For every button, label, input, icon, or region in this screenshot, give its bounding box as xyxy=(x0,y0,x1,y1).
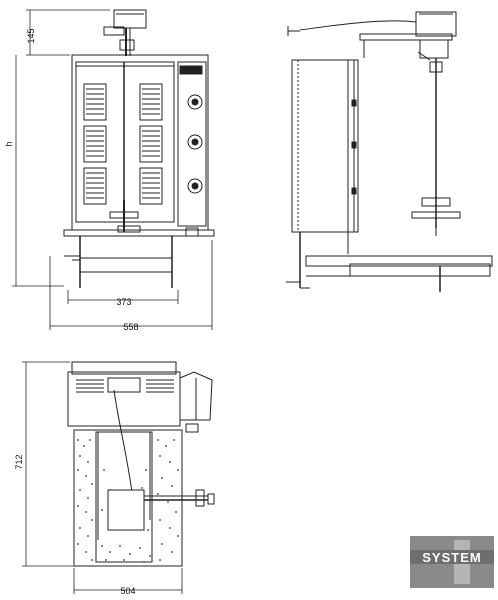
front-vents-left xyxy=(83,83,107,205)
dim-label-base-width: 504 xyxy=(120,586,135,596)
side-power-cable xyxy=(299,20,417,31)
top-dimensions xyxy=(22,361,183,594)
top-skewer xyxy=(113,389,133,493)
side-body xyxy=(291,59,355,233)
top-view xyxy=(67,361,215,567)
side-motor-box xyxy=(415,11,457,37)
system-logo: SYSTEM xyxy=(410,536,494,588)
side-view xyxy=(286,11,493,292)
dim-label-outer-width: 558 xyxy=(123,322,138,332)
dim-label-total-height: 712 xyxy=(14,454,24,469)
top-meat-block xyxy=(107,489,145,531)
front-dimensions xyxy=(12,9,213,330)
front-control-knobs xyxy=(187,94,203,194)
front-motor-box xyxy=(113,9,147,29)
dim-label-inner-width: 373 xyxy=(116,297,131,307)
housing-dots xyxy=(77,439,179,563)
dim-label-height: h xyxy=(4,141,14,146)
front-view xyxy=(63,9,215,288)
front-vents-right xyxy=(139,83,163,205)
dim-label-top-height: 145 xyxy=(26,28,36,43)
front-motor-bracket xyxy=(103,26,125,36)
logo-text: SYSTEM xyxy=(422,550,481,565)
